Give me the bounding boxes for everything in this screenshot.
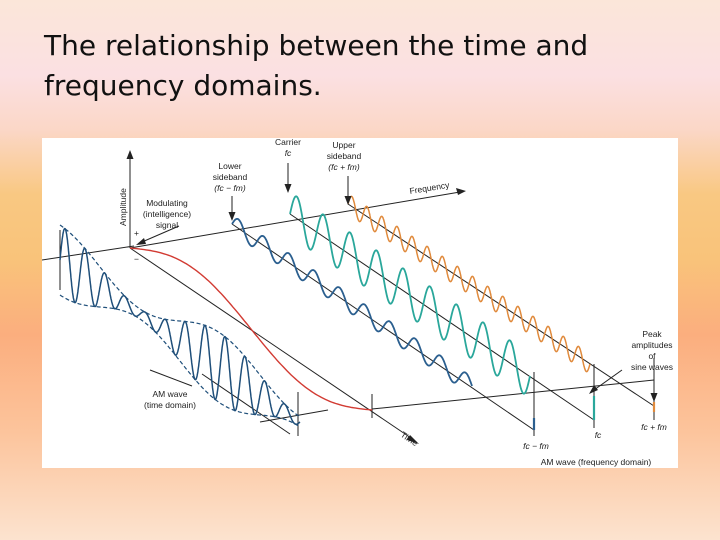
peak-label-line-2: amplitudes — [631, 340, 672, 350]
am-wave-label-line-1: AM wave — [153, 389, 188, 399]
minus-sign: − — [134, 254, 139, 264]
time-axis-arrow — [407, 435, 419, 444]
slide-title-line-2: frequency domains. — [44, 69, 322, 102]
upper-pointer-head — [344, 196, 352, 205]
carrier-frequency-label: fc — [595, 430, 602, 440]
lower-sideband-label-line-1: Lower — [218, 161, 241, 171]
lower-sideband-wave — [231, 218, 473, 387]
modulating-label-line-3: signal — [156, 220, 178, 230]
am-frequency-domain-label: AM wave (frequency domain) — [541, 457, 652, 467]
peak-label-line-3: of — [648, 351, 656, 361]
lower-frequency-label: fc − fm — [523, 441, 549, 451]
time-axis-label: Time — [399, 429, 420, 448]
plus-sign: + — [134, 228, 139, 238]
time-end-guide — [201, 373, 291, 435]
am-envelope-top — [59, 224, 301, 418]
amplitude-axis-label: Amplitude — [118, 188, 128, 226]
frequency-axis — [129, 191, 461, 249]
peak-pointer-carrier-head — [589, 385, 598, 394]
carrier-label-line-2: fc — [285, 148, 292, 158]
labels-group: Amplitude Frequency Time Carrier fc Uppe… — [118, 138, 673, 467]
peak-label-line-1: Peak — [642, 329, 662, 339]
carrier-label-line-1: Carrier — [275, 138, 301, 147]
am-pointer — [149, 369, 193, 387]
upper-sideband-wave — [347, 195, 591, 373]
modulating-signal-wave — [129, 247, 373, 411]
peak-pointer-carrier — [593, 369, 623, 391]
upper-guide — [347, 203, 655, 407]
freq-domain-axis — [371, 379, 655, 410]
waves-group — [59, 195, 591, 428]
time-frequency-diagram: Amplitude Frequency Time Carrier fc Uppe… — [42, 138, 678, 468]
upper-sideband-label-line-1: Upper — [332, 140, 355, 150]
carrier-wave — [289, 195, 531, 395]
am-end-axis — [259, 409, 329, 423]
time-axis — [129, 247, 415, 441]
am-envelope-bottom — [59, 294, 301, 428]
am-wave-label-line-2: (time domain) — [144, 400, 196, 410]
spectral-lines-group — [532, 396, 656, 430]
lower-sideband-label-line-2: sideband — [213, 172, 248, 182]
frequency-axis-label: Frequency — [409, 180, 451, 196]
pointer-arrows-group — [136, 163, 658, 402]
am-wave — [59, 227, 301, 425]
frequency-axis-arrow — [456, 188, 466, 195]
lower-pointer-head — [228, 212, 236, 221]
carrier-guide — [289, 213, 595, 421]
lower-sideband-label-line-3: (fc − fm) — [214, 183, 246, 193]
amplitude-axis-arrow — [126, 150, 134, 159]
modulating-pointer-head — [136, 238, 146, 245]
slide-title-line-1: The relationship between the time and — [44, 29, 589, 62]
modulating-pointer — [141, 225, 180, 243]
carrier-pointer-head — [284, 184, 292, 193]
slide-title: The relationship between the time and fr… — [44, 26, 684, 106]
modulating-label-line-1: Modulating — [146, 198, 188, 208]
peak-label-line-4: sine waves — [631, 362, 673, 372]
peak-pointer-upper-head — [650, 393, 658, 402]
modulating-label-line-2: (intelligence) — [143, 209, 191, 219]
diagram-canvas: Amplitude Frequency Time Carrier fc Uppe… — [42, 138, 673, 467]
upper-sideband-label-line-3: (fc + fm) — [328, 162, 360, 172]
upper-sideband-label-line-2: sideband — [327, 151, 362, 161]
upper-frequency-label: fc + fm — [641, 422, 667, 432]
